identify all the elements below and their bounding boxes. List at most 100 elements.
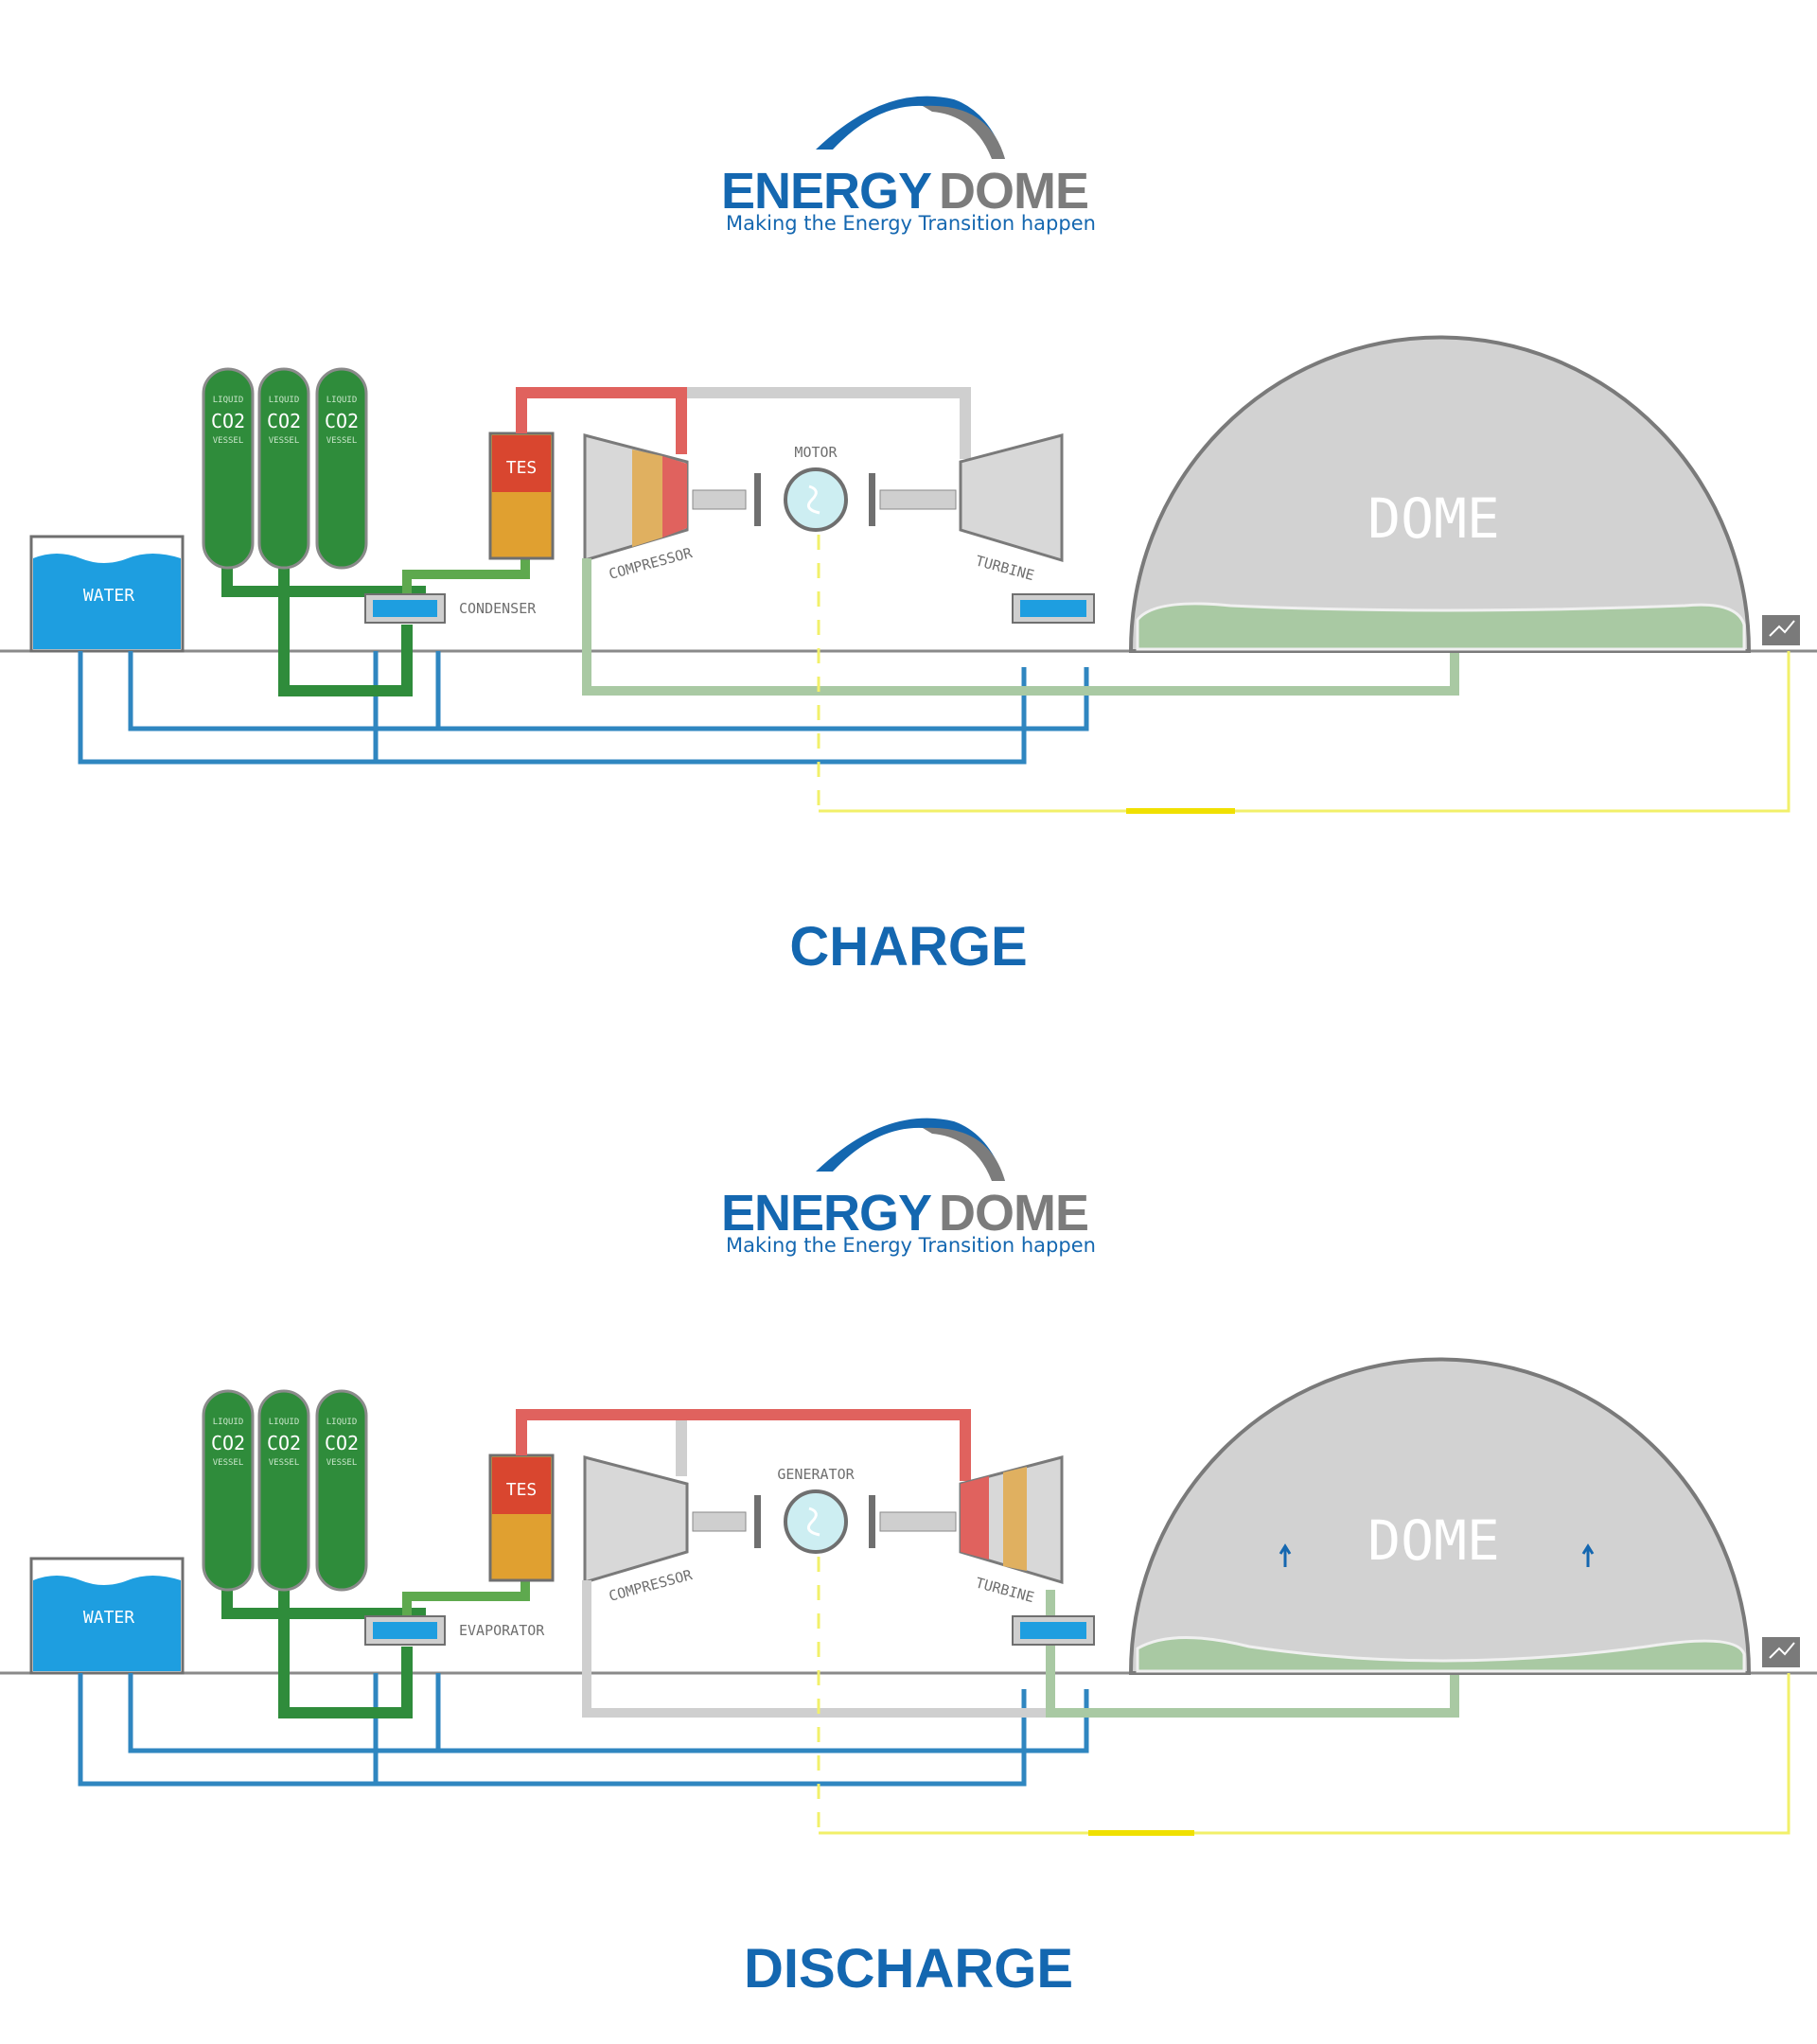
logo-arc-grey <box>923 1127 1005 1181</box>
tes-unit: TES <box>402 432 555 594</box>
vessel-bottom-label: VESSEL <box>326 1458 358 1468</box>
logo-arc-grey <box>923 105 1005 159</box>
water-pipes <box>78 651 1089 765</box>
vessel-co2-label: CO2 <box>325 410 359 432</box>
dome: DOME <box>1128 1357 1752 1675</box>
generator-assembly: GENERATOR <box>692 1466 957 1833</box>
co2-vessels: LIQUID CO2 VESSEL LIQUID CO2 VESSEL LIQU… <box>202 367 426 696</box>
logo-word-dome: DOME <box>939 1185 1088 1242</box>
evaporator-core <box>373 1622 437 1639</box>
condenser: CONDENSER <box>364 593 537 624</box>
tes-hot-zone <box>492 435 551 492</box>
grid-icon <box>1762 615 1800 645</box>
grid-connection <box>819 615 1800 814</box>
turbine-exchanger <box>1012 1615 1095 1646</box>
turbine: TURBINE <box>959 1455 1064 1606</box>
vessel-bottom-label: VESSEL <box>326 436 358 446</box>
tes-label: TES <box>506 458 538 478</box>
vessel-bottom-label: VESSEL <box>213 436 244 446</box>
idle-gas-pipe <box>582 1580 1050 1718</box>
dome-gas-volume <box>1136 1636 1746 1673</box>
generator-icon <box>784 1489 848 1554</box>
compressor-hot-section <box>662 456 687 537</box>
vessel-top-label: LIQUID <box>213 1418 244 1427</box>
shaft-left <box>692 1511 747 1532</box>
water-pipes <box>78 1673 1089 1787</box>
coupling-left <box>754 473 761 526</box>
grid-signal-icon <box>1769 620 1795 637</box>
hot-co2-pipe <box>516 387 687 454</box>
water-body <box>33 554 181 649</box>
turbine-label: TURBINE <box>974 552 1036 584</box>
co2-vessel-1: LIQUID CO2 VESSEL <box>202 367 255 570</box>
vessel-co2-label: CO2 <box>267 410 301 432</box>
shaft-left <box>692 489 747 510</box>
water-pipe-inner <box>128 1673 1089 1753</box>
coupling-left <box>754 1495 761 1548</box>
discharge-diagram: ENERGY DOME Making the Energy Transition… <box>0 1118 1817 2000</box>
vessel-co2-label: CO2 <box>211 410 245 432</box>
co2-vessel-2: LIQUID CO2 VESSEL <box>257 1389 310 1592</box>
turbine-exhaust-gas-pipe <box>1046 1590 1459 1718</box>
motor-icon <box>784 467 848 532</box>
water-body <box>33 1576 181 1671</box>
water-tank: WATER <box>29 1557 185 1675</box>
tes-unit: TES <box>402 1454 555 1616</box>
water-tank-outline <box>29 535 185 653</box>
dome-pressure-arrow-left-icon <box>1279 1543 1292 1567</box>
machine-label: GENERATOR <box>777 1466 855 1483</box>
motor-assembly: MOTOR <box>692 444 957 811</box>
coupling-right <box>869 1495 875 1548</box>
co2-pipe-to-evaporator <box>278 1590 413 1718</box>
charge-panel: ENERGY DOME Making the Energy Transition… <box>0 96 1817 978</box>
charge-caption: CHARGE <box>789 916 1027 978</box>
turbine-hot-section <box>961 1476 989 1559</box>
co2-vessel-3: LIQUID CO2 VESSEL <box>315 367 368 570</box>
evaporator: EVAPORATOR <box>364 1615 545 1646</box>
water-tank-outline <box>29 1557 185 1675</box>
water-pipe-outer <box>78 651 1027 765</box>
discharge-caption: DISCHARGE <box>744 1938 1073 2000</box>
tes-hot-zone <box>492 1457 551 1514</box>
compressor: COMPRESSOR <box>583 433 695 583</box>
sine-icon <box>806 485 820 515</box>
dome-label: DOME <box>1367 486 1500 551</box>
co2-manifold <box>221 568 426 597</box>
vessel-body <box>202 367 255 570</box>
dome-pressure-arrow-right-icon <box>1581 1543 1595 1567</box>
exchanger-label: EVAPORATOR <box>459 1622 545 1639</box>
co2-vessel-2: LIQUID CO2 VESSEL <box>257 367 310 570</box>
co2-vessel-1: LIQUID CO2 VESSEL <box>202 1389 255 1592</box>
vessel-body <box>257 367 310 570</box>
evaporator-to-tes-pipe <box>402 1580 530 1616</box>
dome-label: DOME <box>1367 1508 1500 1573</box>
logo-tagline: Making the Energy Transition happen <box>726 212 1096 235</box>
vessel-bottom-label: VESSEL <box>269 436 300 446</box>
vessel-top-label: LIQUID <box>326 1418 358 1427</box>
vessel-bottom-label: VESSEL <box>269 1458 300 1468</box>
exchanger-label: CONDENSER <box>459 600 537 617</box>
water-label: WATER <box>83 1608 134 1628</box>
low-pressure-gas-pipe <box>582 558 1459 696</box>
water-tank: WATER <box>29 535 185 653</box>
vessel-body <box>202 1389 255 1592</box>
exchanger-core <box>1020 1622 1086 1639</box>
water-pipe-inner <box>128 651 1089 731</box>
turbine-exchanger <box>1012 593 1095 624</box>
vessel-bottom-label: VESSEL <box>213 1458 244 1468</box>
hot-co2-pipe <box>516 1409 971 1481</box>
vessel-body <box>315 1389 368 1592</box>
exchanger-core <box>1020 600 1086 617</box>
co2-vessels: LIQUID CO2 VESSEL LIQUID CO2 VESSEL LIQU… <box>202 1389 426 1718</box>
vessel-co2-label: CO2 <box>267 1432 301 1454</box>
vessel-body <box>257 1389 310 1592</box>
vessel-top-label: LIQUID <box>269 1418 300 1427</box>
vessel-body <box>315 367 368 570</box>
water-pipe-outer <box>78 1673 1027 1787</box>
logo-word-energy: ENERGY <box>721 1185 932 1242</box>
grid-signal-icon <box>1769 1642 1795 1659</box>
sine-icon <box>806 1507 820 1537</box>
turbine-warm-section <box>1003 1467 1027 1571</box>
co2-pipe-to-condenser <box>278 568 413 696</box>
vessel-top-label: LIQUID <box>269 396 300 405</box>
